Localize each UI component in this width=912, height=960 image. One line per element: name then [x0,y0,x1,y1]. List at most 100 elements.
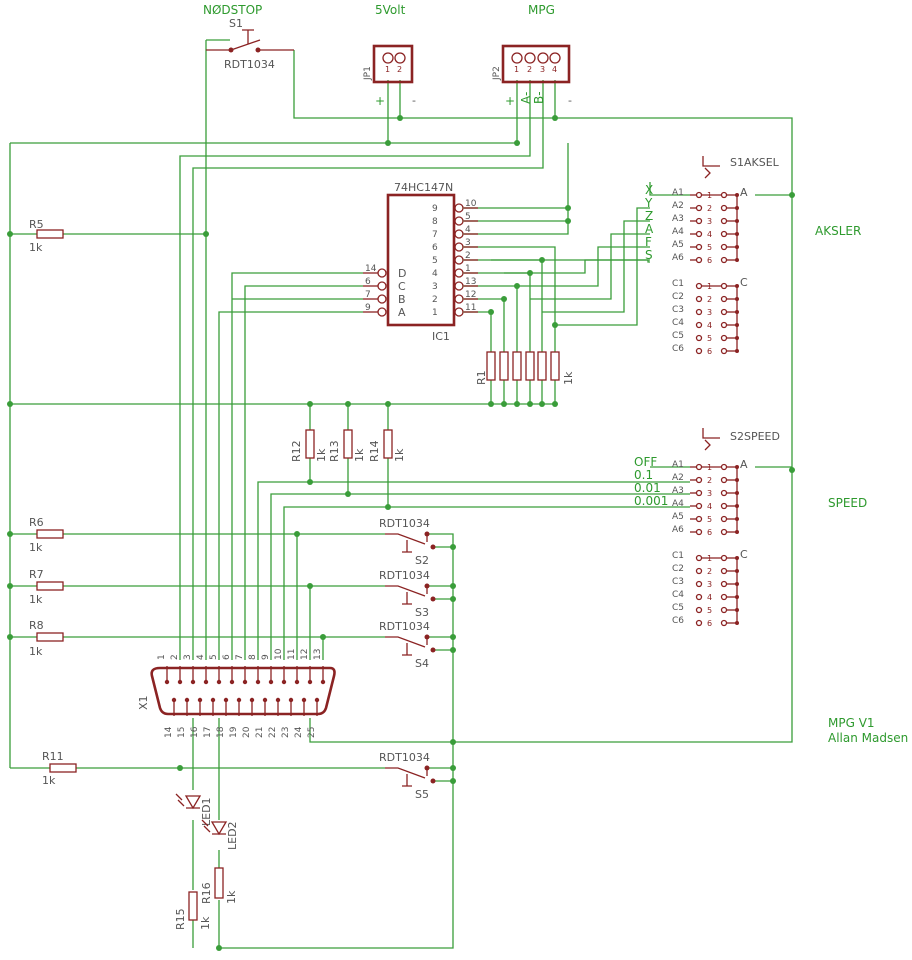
jp1-header: 1 2 JP1 + - [363,44,416,108]
ic-pin-bubble [454,268,464,278]
svg-text:R15: R15 [174,908,187,930]
svg-text:A: A [740,186,748,199]
switch-contact [695,463,703,471]
switch-contact [720,606,728,614]
svg-text:-: - [412,94,416,107]
ic-pin-number: 11 [465,303,476,313]
switch-contact [720,282,728,290]
ic-pin-bubble [377,294,387,304]
switch-contact [720,515,728,523]
db25-pin-dot [275,697,281,703]
switch-pin-label: C4 [672,590,684,600]
ic-pin-number: 5 [465,212,471,222]
db25-pin-number: 1 [157,654,167,660]
ic-pin-bubble [454,229,464,239]
db25-pin-dot [210,697,216,703]
switch-contact [695,515,703,523]
switch-contact [695,347,703,355]
ic-pin-number: 1 [465,264,471,274]
resistor-r11: R11 1k [42,750,77,787]
svg-text:1: 1 [385,65,390,74]
switch-contact [695,295,703,303]
ic-pin-name: 8 [432,217,438,227]
speed-option-label: 0.01 [634,481,661,495]
switch-pin-label: A6 [672,525,684,535]
ic-pin-number: 7 [365,290,371,300]
jp2-ref: JP2 [492,66,502,81]
svg-text:R11: R11 [42,750,64,763]
axis-label: X [645,183,653,197]
svg-text:+: + [505,94,515,108]
db25-pin-dot [314,697,320,703]
ic-pin-number: 12 [465,290,476,300]
svg-text:LED1: LED1 [200,797,213,826]
svg-text:1k: 1k [29,541,43,554]
jp2-header: 1 2 3 4 JP2 + A- B- - [492,44,572,108]
db25-pin-dot [242,679,248,685]
svg-text:+: + [375,94,385,108]
switch-contact [695,230,703,238]
switch-contact [720,619,728,627]
db25-pin-number: 14 [164,726,174,738]
ic-pin-bubble [377,268,387,278]
switch-pos-number: 6 [707,256,712,265]
switch-pos-number: 3 [707,217,712,226]
db25-pin-dot [203,679,209,685]
switch-contact [695,580,703,588]
svg-text:1k: 1k [199,916,212,930]
db25-pin-number: 17 [203,727,213,738]
ic-pin-number: 6 [365,277,371,287]
svg-text:A-: A- [519,92,533,104]
jp1-ref: JP1 [363,66,373,81]
switch-pin-label: A4 [672,227,684,237]
switch-contact [720,580,728,588]
db25-pin-number: 7 [235,654,245,660]
db25-pin-number: 22 [268,727,278,738]
switch-contact [720,295,728,303]
ic-pin-name: 9 [432,204,438,214]
mpg-v1-label: MPG V1 [828,716,875,730]
author-label: Allan Madsen [828,731,908,745]
db25-pin-dot [281,679,287,685]
switch-pos-number: 2 [707,204,712,213]
s1-switch [206,29,294,53]
resistor-r12: R12 1k [290,429,328,462]
switch-contact [695,204,703,212]
switch-pos-number: 5 [707,243,712,252]
ic-pin-bubble [454,307,464,317]
switch-ref: S2 [415,554,429,567]
db25-pin-number: 2 [170,654,180,660]
svg-text:R13: R13 [328,440,341,462]
switch-contact [720,191,728,199]
db25-pin-number: 21 [255,727,265,738]
switch-part: RDT1034 [379,517,430,530]
resistor-r8: R8 1k [29,619,64,658]
switch-pin-label: C5 [672,603,684,613]
switch-part: RDT1034 [379,751,430,764]
switch-pos-number: 4 [707,502,712,511]
switch-lever [385,636,426,656]
svg-text:R1: R1 [475,370,488,385]
db25-pin-dot [262,697,268,703]
svg-text:1k: 1k [353,448,366,462]
switch-contact [695,593,703,601]
r1-network: R1 1k [475,351,575,385]
ic-pin-number: 13 [465,277,476,287]
switch-pin-label: C6 [672,616,684,626]
svg-text:1: 1 [514,65,519,74]
switch-pos-number: 3 [707,308,712,317]
switch-contact [720,256,728,264]
resistor-r14: R14 1k [368,429,406,462]
s1-ref: S1 [229,17,243,30]
axis-label: S [645,248,653,262]
db25-pin-number: 5 [209,654,219,660]
wires [9,39,793,949]
db25-pin-number: 6 [222,654,232,660]
speed-label: SPEED [828,496,867,510]
db25-pin-number: 23 [281,727,291,738]
